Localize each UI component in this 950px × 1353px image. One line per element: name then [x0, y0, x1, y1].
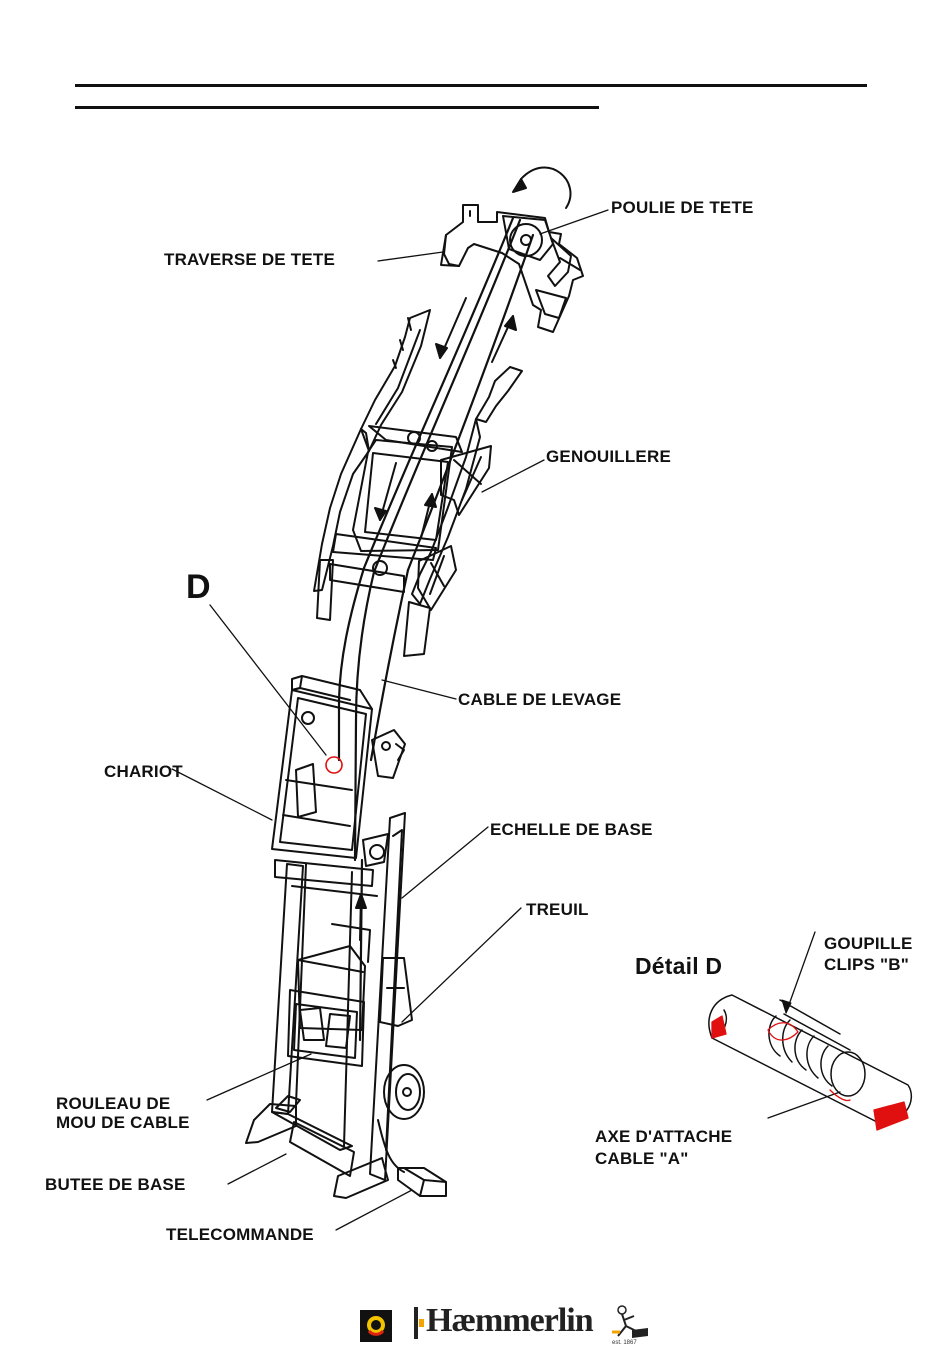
rotation-arrow [521, 168, 570, 208]
company-badge-icon [360, 1310, 392, 1342]
brand-mark-icon [414, 1307, 424, 1341]
lift-cables [339, 218, 533, 1040]
label-detail-marker: D [186, 569, 211, 605]
label-rouleau-line2: MOU DE CABLE [56, 1113, 190, 1133]
label-detail-title: Détail D [635, 953, 722, 979]
label-chariot: CHARIOT [104, 762, 183, 782]
label-treuil: TREUIL [526, 900, 589, 920]
brand-name: Hæmmerlin [426, 1302, 593, 1340]
upper-ladder [314, 310, 522, 656]
label-axe-line1: AXE D'ATTACHE [595, 1127, 732, 1147]
direction-arrows [356, 298, 516, 940]
leader-lines [172, 210, 840, 1230]
label-goupille-line2: CLIPS "B" [824, 955, 909, 975]
label-goupille-line1: GOUPILLE [824, 934, 913, 954]
brand-established: est. 1867 [612, 1340, 637, 1346]
worker-mascot-icon [608, 1302, 650, 1342]
detail-d-marker [326, 757, 342, 773]
detail-d-red-accents [712, 1016, 908, 1130]
head-pulley [510, 224, 542, 256]
footer: Hæmmerlin est. 1867 [360, 1304, 660, 1344]
base-ladder [272, 813, 405, 1180]
label-rouleau-line1: ROULEAU DE [56, 1094, 170, 1114]
label-telecommande: TELECOMMANDE [166, 1225, 314, 1245]
label-traverse-de-tete: TRAVERSE DE TETE [164, 250, 335, 270]
label-poulie-de-tete: POULIE DE TETE [611, 198, 754, 218]
label-genouillere: GENOUILLERE [546, 447, 671, 467]
label-axe-line2: CABLE "A" [595, 1149, 688, 1169]
label-butee-de-base: BUTEE DE BASE [45, 1175, 186, 1195]
label-echelle-de-base: ECHELLE DE BASE [490, 820, 653, 840]
head-traverse [441, 205, 583, 332]
label-cable-de-levage: CABLE DE LEVAGE [458, 690, 621, 710]
base-frame [246, 1096, 388, 1198]
